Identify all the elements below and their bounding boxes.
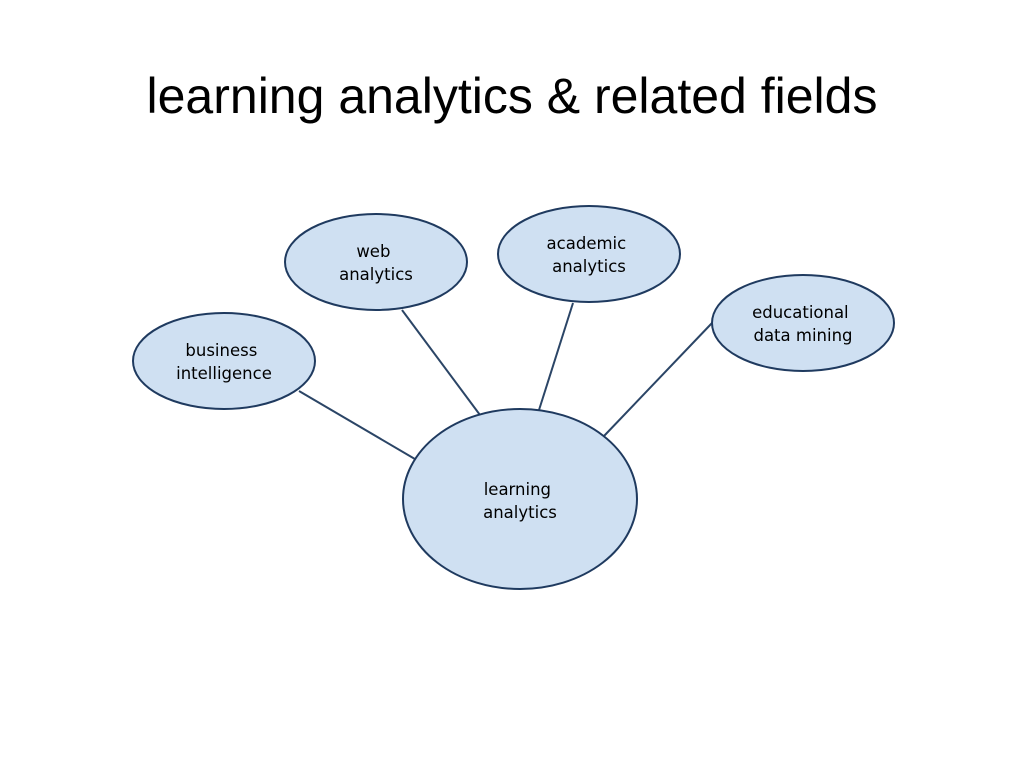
node-learning-analytics: learning analytics <box>402 408 638 590</box>
edge-academic-analytics <box>538 302 574 411</box>
node-label-line: analytics <box>552 257 626 276</box>
svg-text:educational data min: educational data mining <box>752 303 854 345</box>
nodes: learning analytics business intelligence… <box>132 205 895 590</box>
node-label-line: learning <box>484 480 551 499</box>
svg-text:business intelligenc: business intelligence <box>176 341 272 383</box>
node-academic-analytics: academic analytics <box>497 205 681 303</box>
node-label-line: data mining <box>753 326 852 345</box>
node-business-intelligence: business intelligence <box>132 312 316 410</box>
edge-business-intelligence <box>298 390 421 463</box>
node-label-line: intelligence <box>176 364 272 383</box>
svg-text:learning analytics: learning analytics <box>483 480 557 522</box>
slide-title: learning analytics & related fields <box>146 68 878 124</box>
node-label-line: academic <box>547 234 627 253</box>
node-label-line: analytics <box>339 265 413 284</box>
node-web-analytics: web analytics <box>284 213 468 311</box>
node-label-line: web <box>356 242 390 261</box>
edges <box>298 302 713 463</box>
svg-text:academic analytics: academic analytics <box>547 234 632 276</box>
node-label-line: business <box>185 341 257 360</box>
edge-educational-data-mining <box>603 322 713 437</box>
node-educational-data-mining: educational data mining <box>711 274 895 372</box>
svg-text:web analytics: web analytics <box>339 242 413 284</box>
node-label-line: analytics <box>483 503 557 522</box>
node-label-line: educational <box>752 303 849 322</box>
edge-web-analytics <box>401 309 481 416</box>
